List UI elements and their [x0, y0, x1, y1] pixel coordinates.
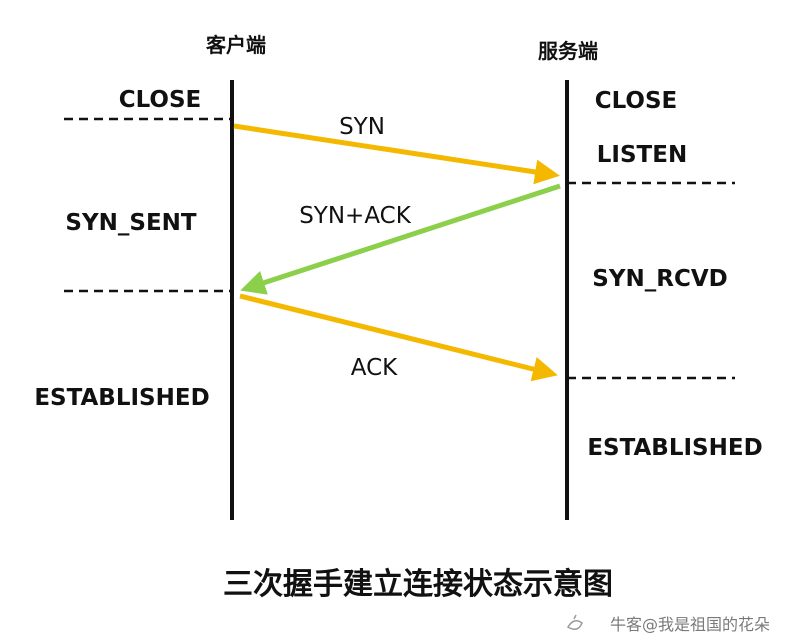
ack-label: ACK — [351, 355, 398, 381]
syn-arrow — [233, 123, 560, 185]
watermark-text: 牛客@我是祖国的花朵 — [610, 615, 770, 634]
client-title: 客户端 — [205, 33, 266, 57]
client-state-syn-sent: SYN_SENT — [65, 210, 196, 236]
client-state-established: ESTABLISHED — [34, 385, 209, 411]
server-state-listen: LISTEN — [597, 142, 687, 168]
server-title: 服务端 — [538, 39, 598, 63]
syn-label: SYN — [339, 114, 385, 140]
diagram-caption: 三次握手建立连接状态示意图 — [223, 567, 613, 602]
server-state-close: CLOSE — [595, 88, 678, 114]
watermark: 牛客@我是祖国的花朵 — [566, 614, 770, 634]
client-state-close: CLOSE — [119, 87, 202, 113]
ack-arrow — [239, 293, 558, 382]
server-state-established: ESTABLISHED — [587, 435, 762, 461]
watermark-logo-icon — [566, 614, 583, 630]
synack-label: SYN+ACK — [299, 203, 412, 229]
synack-arrow — [240, 183, 561, 295]
server-state-syn-rcvd: SYN_RCVD — [592, 266, 727, 292]
